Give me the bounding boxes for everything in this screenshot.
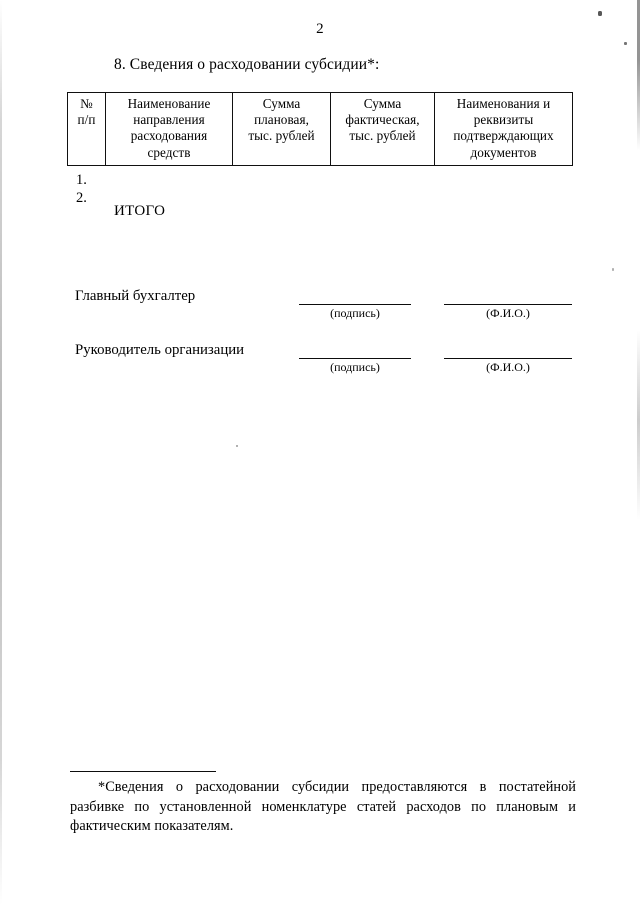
row-number-item: 1. — [76, 172, 87, 188]
column-header-supporting-documents-line2: реквизиты — [473, 112, 534, 128]
signature-rule — [299, 358, 411, 359]
signature-rule — [299, 304, 411, 305]
column-header-actual-sum-line1: Сумма — [363, 96, 402, 111]
scan-edge-right-artifact — [637, 0, 640, 905]
column-header-actual-sum: Сумма фактическая, тыс. рублей — [330, 92, 435, 166]
table-header-row: № п/п Наименование направления расходова… — [67, 92, 573, 166]
scan-edge-left-artifact — [0, 0, 2, 905]
section-heading: 8. Сведения о расходовании субсидии*: — [114, 56, 380, 73]
signature-row-chief-accountant: Главный бухгалтер (подпись) (Ф.И.О.) — [0, 288, 640, 332]
column-header-actual-sum-line3: тыс. рублей — [349, 128, 416, 144]
signature-role-label: Главный бухгалтер — [75, 288, 196, 304]
row-number-list: 1. 2. — [76, 171, 87, 207]
scan-speck-artifact — [612, 268, 614, 271]
subsidy-expenditure-table: № п/п Наименование направления расходова… — [67, 92, 573, 166]
fullname-rule — [444, 304, 572, 305]
column-header-number-line2: п/п — [77, 112, 96, 128]
signature-caption: (подпись) — [330, 360, 380, 374]
column-header-supporting-documents-line4: документов — [470, 144, 537, 160]
column-header-actual-sum-line2: фактическая, — [345, 112, 420, 128]
footnote-separator-rule — [70, 771, 216, 772]
column-header-direction-line2: направления — [133, 112, 205, 128]
footnote-text: *Сведения о расходовании субсидии предос… — [70, 779, 576, 834]
column-header-number: № п/п — [67, 92, 106, 166]
scan-speck-artifact — [598, 11, 602, 16]
column-header-planned-sum-line3: тыс. рублей — [248, 128, 315, 144]
total-row-label: ИТОГО — [114, 203, 166, 219]
column-header-supporting-documents-line1: Наименования и — [456, 96, 551, 111]
fullname-caption: (Ф.И.О.) — [486, 360, 530, 374]
column-header-direction-line3: расходования — [130, 128, 208, 144]
column-header-number-line1: № — [80, 96, 93, 111]
scan-speck-artifact — [236, 445, 238, 447]
column-header-planned-sum-line1: Сумма — [262, 96, 301, 111]
page-number: 2 — [316, 21, 324, 37]
column-header-direction: Наименование направления расходования ср… — [105, 92, 233, 166]
row-number-item: 2. — [76, 190, 87, 206]
scan-speck-artifact — [624, 42, 627, 45]
column-header-supporting-documents-line3: подтверждающих — [453, 128, 554, 144]
column-header-direction-line1: Наименование — [127, 96, 211, 111]
column-header-supporting-documents: Наименования и реквизиты подтверждающих … — [434, 92, 573, 166]
column-header-planned-sum-line2: плановая, — [254, 112, 309, 128]
fullname-rule — [444, 358, 572, 359]
signature-role-label: Руководитель организации — [75, 342, 245, 358]
signature-row-head-of-organization: Руководитель организации (подпись) (Ф.И.… — [0, 342, 640, 386]
column-header-direction-line4: средств — [147, 144, 191, 160]
signature-caption: (подпись) — [330, 306, 380, 320]
fullname-caption: (Ф.И.О.) — [486, 306, 530, 320]
column-header-planned-sum: Сумма плановая, тыс. рублей — [232, 92, 331, 166]
